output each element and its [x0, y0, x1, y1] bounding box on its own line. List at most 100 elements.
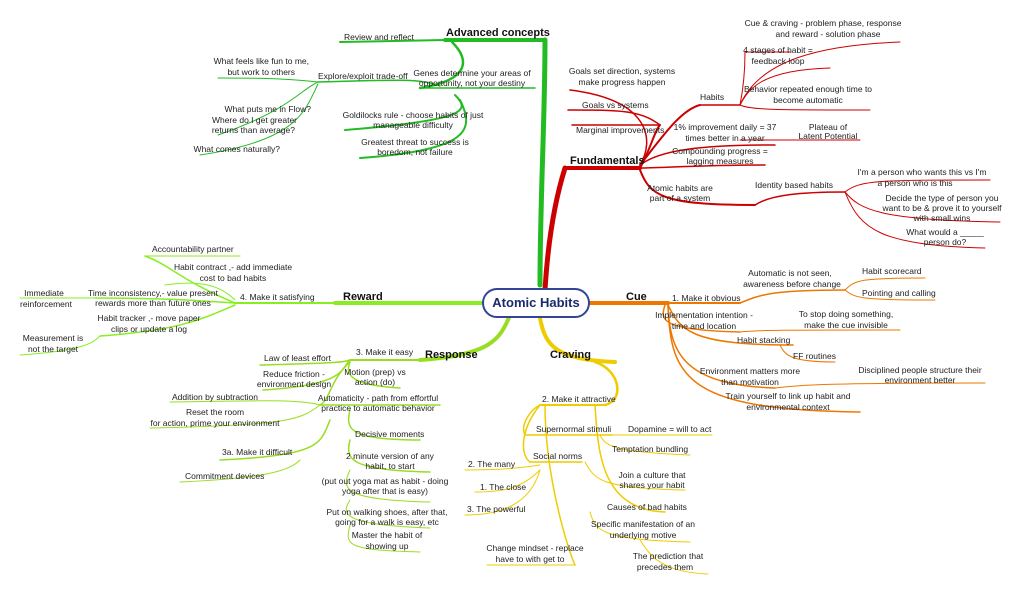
node-pointing[interactable]: Pointing and calling — [862, 288, 936, 298]
node-reset[interactable]: Reset the room — [186, 407, 244, 417]
node-join[interactable]: Join a culture that — [618, 470, 686, 480]
node-commitment[interactable]: Commitment devices — [185, 471, 264, 481]
node-causes[interactable]: Causes of bad habits — [607, 502, 687, 512]
node-fun[interactable]: What feels like fun to me, — [214, 56, 309, 66]
node-close[interactable]: 1. The close — [480, 482, 526, 492]
node-improve-2[interactable]: times better in a year — [685, 133, 765, 143]
node-auto[interactable]: Automatic is not seen, — [748, 268, 832, 278]
craving-label[interactable]: Craving — [550, 349, 591, 361]
node-tracker[interactable]: Habit tracker ,- move paper — [98, 313, 201, 323]
node-obvious[interactable]: 1. Make it obvious — [672, 293, 741, 303]
node-specific[interactable]: Specific manifestation of an — [591, 519, 695, 529]
node-stages-2[interactable]: feedback loop — [752, 56, 805, 66]
advanced-concepts-label[interactable]: Advanced concepts — [446, 27, 550, 39]
node-identity[interactable]: Identity based habits — [755, 180, 833, 190]
cue-label[interactable]: Cue — [626, 291, 647, 303]
node-env[interactable]: Environment matters more — [700, 366, 800, 376]
node-atomic-2[interactable]: part of a system — [650, 193, 710, 203]
node-goals-vs[interactable]: Goals vs systems — [582, 100, 649, 110]
node-decisive[interactable]: Decisive moments — [355, 429, 424, 439]
node-shoes-2[interactable]: going for a walk is easy, etc — [335, 517, 440, 527]
node-motion[interactable]: Motion (prep) vs — [344, 367, 405, 377]
node-supernormal[interactable]: Supernormal stimuli — [536, 424, 611, 434]
node-marginal[interactable]: Marginal improvements — [576, 125, 664, 135]
node-join-2[interactable]: shares your habit — [619, 480, 685, 490]
node-impl-2[interactable]: time and location — [672, 321, 737, 331]
node-person[interactable]: I'm a person who wants this vs I'm — [858, 167, 987, 177]
node-bundling[interactable]: Temptation bundling — [612, 444, 688, 454]
node-yoga[interactable]: (put out yoga mat as habit - doing — [322, 476, 449, 486]
node-plateau-2[interactable]: Latent Potential — [798, 131, 857, 141]
node-habits[interactable]: Habits — [700, 92, 724, 102]
node-auto-2[interactable]: awareness before change — [743, 279, 841, 289]
node-stop-2[interactable]: make the cue invisible — [804, 320, 888, 330]
node-atomic[interactable]: Atomic habits are — [647, 183, 713, 193]
node-plateau[interactable]: Plateau of — [809, 122, 848, 132]
node-powerful[interactable]: 3. The powerful — [467, 504, 526, 514]
node-explore[interactable]: Explore/exploit trade-off — [318, 71, 408, 81]
node-goldilocks[interactable]: Goldilocks rule - choose habits of just — [343, 110, 484, 120]
node-immediate-2[interactable]: reinforcement — [20, 299, 73, 309]
node-goals-direction-2[interactable]: make progress happen — [579, 77, 666, 87]
node-automaticity[interactable]: Automaticity - path from effortful — [318, 393, 438, 403]
node-specific-2[interactable]: underlying motive — [610, 530, 677, 540]
node-decide-3[interactable]: with small wins — [913, 213, 971, 223]
node-friction-2[interactable]: environment design — [257, 379, 331, 389]
node-stacking[interactable]: Habit stacking — [737, 335, 791, 345]
reward-label[interactable]: Reward — [343, 291, 383, 303]
node-difficult[interactable]: 3a. Make it difficult — [222, 447, 293, 457]
node-cue-craving[interactable]: Cue & craving - problem phase, response — [745, 18, 902, 28]
node-inconsistency-2[interactable]: rewards more than future ones — [95, 298, 211, 308]
node-prediction[interactable]: The prediction that — [633, 551, 704, 561]
node-least[interactable]: Law of least effort — [264, 353, 332, 363]
node-decide-2[interactable]: want to be & prove it to yourself — [881, 203, 1002, 213]
node-twominute-2[interactable]: habit, to start — [365, 461, 415, 471]
node-flow-2[interactable]: Where do I get greater — [212, 115, 297, 125]
node-goals-direction[interactable]: Goals set direction, systems — [569, 66, 675, 76]
node-measurement[interactable]: Measurement is — [23, 333, 83, 343]
node-env-2[interactable]: than motivation — [721, 377, 779, 387]
node-mindset[interactable]: Change mindset - replace — [486, 543, 584, 553]
response-label[interactable]: Response — [425, 349, 478, 361]
node-would[interactable]: What would a _____ — [906, 227, 984, 237]
node-review[interactable]: Review and reflect — [344, 32, 415, 42]
center-node[interactable] — [482, 288, 590, 318]
node-threat[interactable]: Greatest threat to success is — [361, 137, 469, 147]
node-genes-2[interactable]: opportunity, not your destiny — [419, 78, 526, 88]
node-reset-2[interactable]: for action, prime your environment — [151, 418, 281, 428]
node-yoga-2[interactable]: yoga after that is easy) — [342, 486, 428, 496]
node-twominute[interactable]: 2 minute version of any — [346, 451, 435, 461]
node-motion-2[interactable]: action (do) — [355, 377, 395, 387]
node-many[interactable]: 2. The many — [468, 459, 516, 469]
node-flow[interactable]: What puts me in Flow? — [225, 104, 312, 114]
node-compound-2[interactable]: lagging measures — [686, 156, 753, 166]
node-disc-2[interactable]: environment better — [885, 375, 956, 385]
node-flow-3[interactable]: returns than average? — [212, 125, 295, 135]
node-prediction-2[interactable]: precedes them — [637, 562, 693, 572]
node-shoes[interactable]: Put on walking shoes, after that, — [327, 507, 448, 517]
node-goldilocks-2[interactable]: manageable difficulty — [373, 120, 453, 130]
node-social[interactable]: Social norms — [533, 451, 582, 461]
node-contract-2[interactable]: cost to bad habits — [200, 273, 267, 283]
node-inconsistency[interactable]: Time inconsistency,- value present — [88, 288, 219, 298]
node-natural[interactable]: What comes naturally? — [194, 144, 281, 154]
node-contract[interactable]: Habit contract ,- add immediate — [174, 262, 292, 272]
node-train-2[interactable]: environmental context — [746, 402, 830, 412]
node-decide[interactable]: Decide the type of person you — [886, 193, 999, 203]
node-compound[interactable]: Compounding progress = — [672, 146, 768, 156]
node-repeat[interactable]: Behavior repeated enough time to — [744, 84, 872, 94]
node-automaticity-2[interactable]: practice to automatic behavior — [321, 403, 435, 413]
node-immediate[interactable]: Immediate — [24, 288, 64, 298]
node-mindset-2[interactable]: have to with get to — [496, 554, 565, 564]
node-dopamine[interactable]: Dopamine = will to act — [628, 424, 712, 434]
node-disc[interactable]: Disciplined people structure their — [858, 365, 981, 375]
node-friction[interactable]: Reduce friction - — [263, 369, 325, 379]
node-easy[interactable]: 3. Make it easy — [356, 347, 414, 357]
node-repeat-2[interactable]: become automatic — [773, 95, 843, 105]
node-subtract[interactable]: Addition by subtraction — [172, 392, 258, 402]
node-genes[interactable]: Genes determine your areas of — [413, 68, 531, 78]
node-fun-2[interactable]: but work to others — [227, 67, 295, 77]
node-satisfying[interactable]: 4. Make it satisfying — [240, 292, 315, 302]
node-tracker-2[interactable]: clips or update a log — [111, 324, 187, 334]
node-ff[interactable]: FF routines — [793, 351, 836, 361]
